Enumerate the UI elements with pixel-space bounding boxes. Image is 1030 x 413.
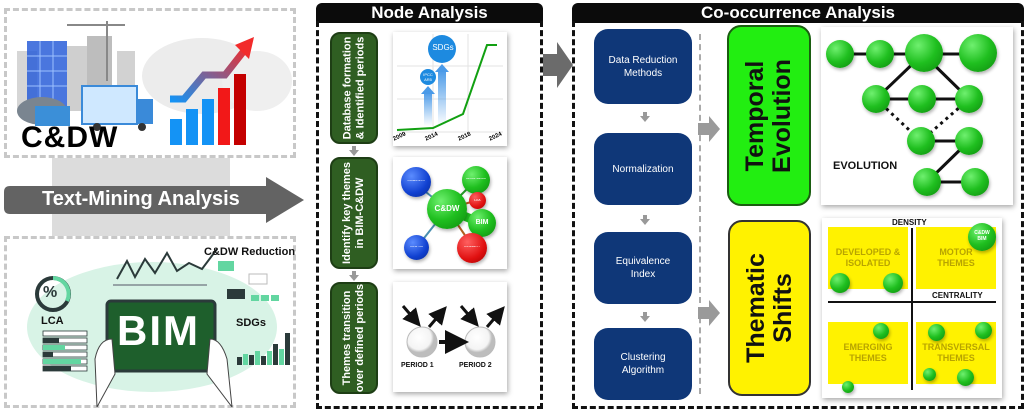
map-node-1 bbox=[830, 273, 850, 293]
step-arrow-1 bbox=[349, 146, 359, 156]
node-bim bbox=[468, 209, 496, 237]
map-node-2 bbox=[883, 273, 903, 293]
bim-label: BIM bbox=[117, 307, 200, 354]
cdw-illustration bbox=[17, 21, 292, 145]
map-node-6 bbox=[975, 322, 992, 339]
highlight-cdw-bim-node bbox=[968, 223, 996, 251]
map-node-7 bbox=[923, 368, 936, 381]
period-2-label: PERIOD 2 bbox=[459, 362, 492, 369]
text-mining-label: Text-Mining Analysis bbox=[42, 188, 240, 210]
node-digital-twin-label: DIGITAL TWIN bbox=[409, 246, 424, 248]
map-node-4 bbox=[842, 381, 854, 393]
step-database-formation-label: Database formation& Identified periods bbox=[341, 36, 367, 140]
evo-node-5 bbox=[862, 85, 890, 113]
method-arrow-2 bbox=[640, 215, 650, 225]
map-node-8 bbox=[957, 369, 974, 386]
evo-node-9 bbox=[955, 127, 983, 155]
sdgs-label: SDGs bbox=[236, 317, 266, 329]
growth-chart bbox=[396, 34, 503, 133]
evolution-label: EVOLUTION bbox=[833, 160, 898, 172]
arrow-to-thematic bbox=[698, 300, 720, 326]
node-digital-twin bbox=[404, 235, 429, 260]
sdgs-bubble-label: SDGs bbox=[432, 43, 454, 52]
bim-image-panel: BIM % LCA SDGs C&DW Reduction bbox=[4, 236, 296, 408]
node-lca-label: LCA bbox=[474, 198, 481, 202]
cooccurrence-panel bbox=[572, 21, 1024, 409]
density-label: DENSITY bbox=[892, 218, 927, 227]
node-lca bbox=[469, 192, 486, 209]
evo-node-8 bbox=[907, 127, 935, 155]
node-machine-learning bbox=[462, 166, 490, 194]
node-sustainability-label: SUSTAINABILITY bbox=[464, 246, 480, 248]
evo-node-10 bbox=[913, 168, 941, 196]
node-analysis-panel bbox=[316, 21, 543, 409]
node-machine-learning-label: MACHINE LEARNING bbox=[465, 178, 486, 180]
period-transition-diagram bbox=[401, 305, 505, 358]
step-arrow-2 bbox=[349, 271, 359, 281]
evo-node-7 bbox=[955, 85, 983, 113]
cdw-label: C&DW bbox=[21, 121, 119, 154]
node-cdw bbox=[427, 189, 467, 229]
methods-divider bbox=[699, 34, 701, 394]
evolution-network-card: EVOLUTION bbox=[821, 27, 1013, 205]
method-equivalence-index: Equivalence Index bbox=[594, 232, 692, 304]
theme-network-card: C&DW BIM LCA PREFABRICATION MACHINE LEAR… bbox=[393, 157, 507, 269]
section-arrow bbox=[543, 42, 573, 88]
cdw-reduction-label: C&DW Reduction bbox=[204, 246, 296, 258]
period-1-label: PERIOD 1 bbox=[401, 362, 434, 369]
evo-node-11 bbox=[961, 168, 989, 196]
cooccurrence-header: Co-occurrence Analysis bbox=[572, 3, 1024, 23]
node-prefabrication-label: PREFABRICATION bbox=[407, 180, 425, 182]
map-node-3 bbox=[873, 323, 889, 339]
arrow-to-temporal bbox=[698, 116, 720, 142]
percent-icon: % bbox=[43, 284, 58, 301]
evo-node-3 bbox=[905, 34, 943, 72]
arrow-shape bbox=[4, 177, 304, 223]
evo-node-6 bbox=[908, 85, 936, 113]
node-cdw-label: C&DW bbox=[434, 204, 460, 213]
evo-node-2 bbox=[866, 40, 894, 68]
node-analysis-header: Node Analysis bbox=[316, 3, 543, 23]
method-arrow-1 bbox=[640, 112, 650, 122]
evo-node-4 bbox=[959, 34, 997, 72]
method-data-reduction: Data Reduction Methods bbox=[594, 29, 692, 104]
evo-node-1 bbox=[826, 40, 854, 68]
method-clustering-algorithm: Clustering Algorithm bbox=[594, 328, 692, 400]
period-transition-card: PERIOD 1 PERIOD 2 bbox=[393, 282, 507, 392]
node-sustainability bbox=[457, 233, 487, 263]
text-mining-arrow: Text-Mining Analysis bbox=[4, 177, 304, 223]
map-node-5 bbox=[928, 324, 945, 341]
density-axis bbox=[911, 228, 913, 390]
cdw-image-panel: C&DW bbox=[4, 8, 296, 158]
method-normalization: Normalization bbox=[594, 133, 692, 205]
node-prefabrication bbox=[401, 167, 431, 197]
bim-illustration bbox=[27, 248, 290, 407]
lca-label: LCA bbox=[41, 315, 64, 327]
centrality-label: CENTRALITY bbox=[932, 291, 983, 300]
node-bim-label: BIM bbox=[475, 219, 489, 226]
method-arrow-3 bbox=[640, 312, 650, 322]
step-database-formation: Database formation& Identified periods bbox=[330, 32, 378, 144]
